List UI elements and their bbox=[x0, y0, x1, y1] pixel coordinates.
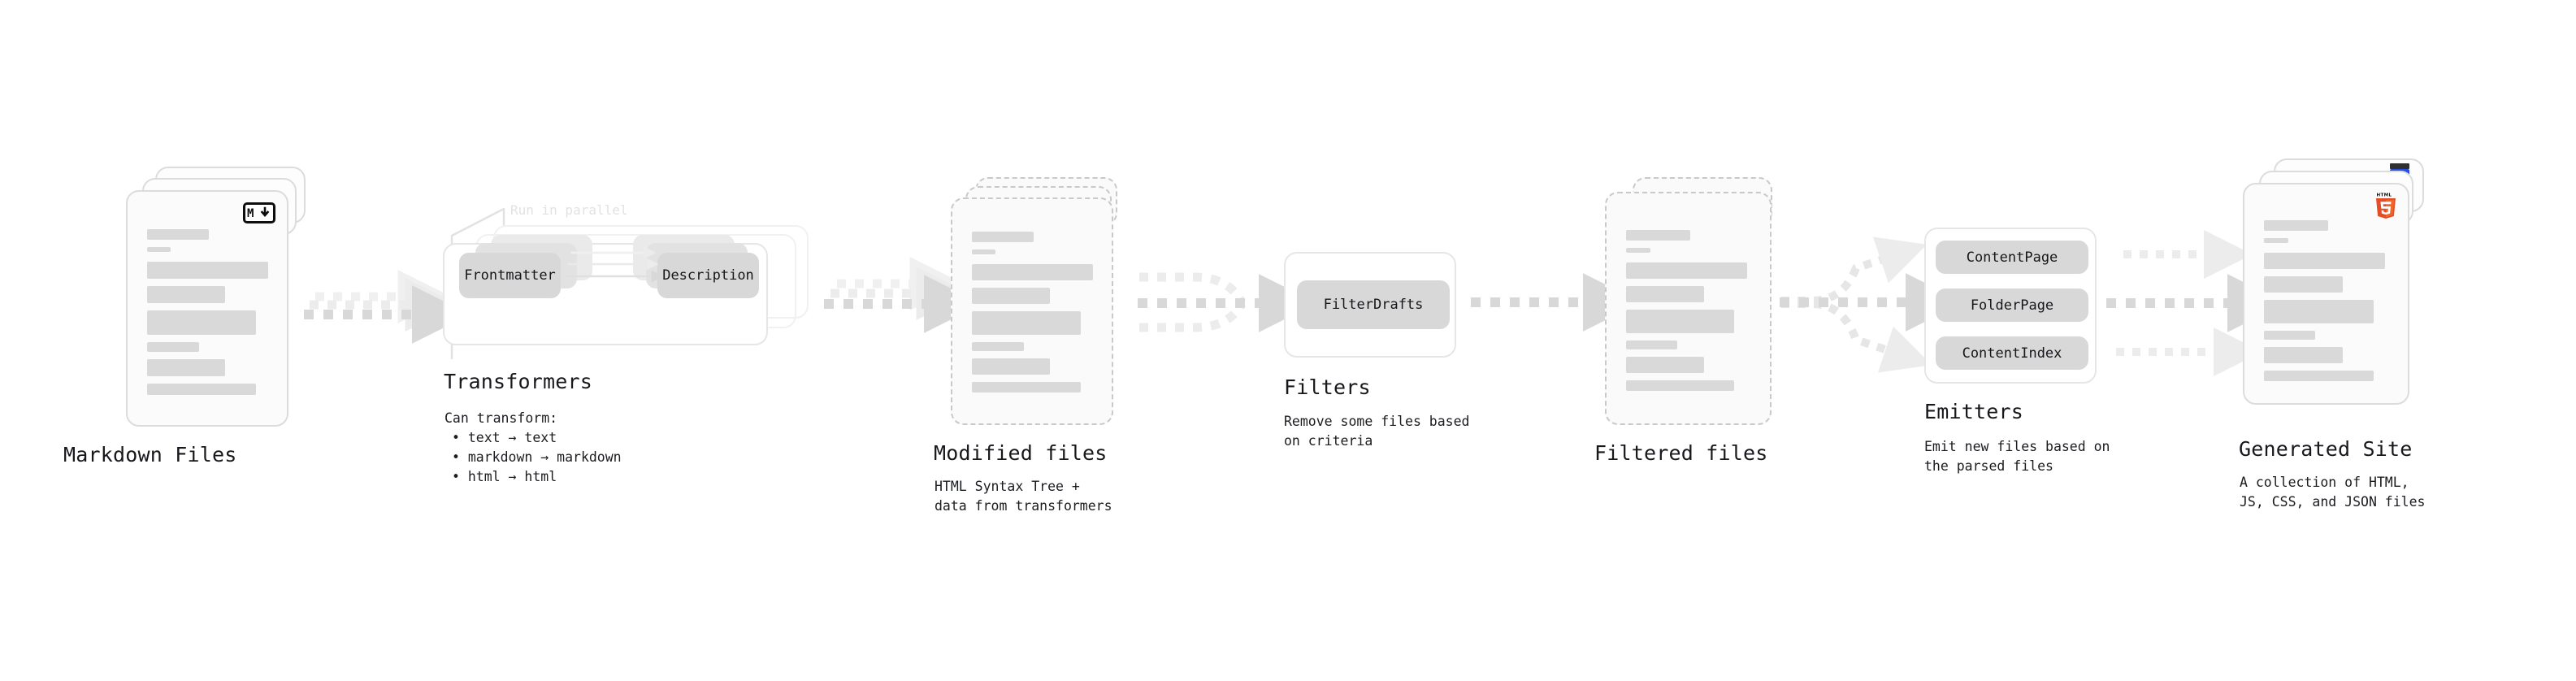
markdown-badge: M bbox=[243, 202, 275, 223]
svg-text:HTML: HTML bbox=[2377, 193, 2392, 198]
stage-title-emitters: Emitters bbox=[1924, 400, 2024, 423]
filtered-doc-content bbox=[1626, 230, 1754, 398]
run-in-parallel-label: Run in parallel bbox=[510, 202, 628, 218]
stage-filtered-files: Filtered files bbox=[1594, 177, 1792, 465]
arrow-modified-to-filters bbox=[1138, 272, 1317, 332]
stage-title-generated-site: Generated Site bbox=[2239, 437, 2413, 461]
transformer-inner-arrows bbox=[566, 246, 664, 283]
emitter-chip-contentindex[interactable]: ContentIndex bbox=[1936, 336, 2088, 370]
stage-subtitle-modified-files: HTML Syntax Tree + data from transformer… bbox=[935, 479, 1112, 514]
site-doc-content bbox=[2264, 220, 2392, 388]
stage-title-transformers: Transformers bbox=[444, 370, 593, 393]
filters-group: FilterDrafts bbox=[1284, 252, 1456, 358]
stage-transformers: Run in parallel x x x x Frontmatter Desc… bbox=[443, 202, 825, 484]
arrow-markdown-to-transformers bbox=[304, 270, 471, 344]
transformers-bullet-0: • text → text bbox=[452, 430, 557, 445]
modified-doc-content bbox=[972, 232, 1095, 400]
stage-modified-files: Modified files HTML Syntax Tree + data f… bbox=[934, 177, 1138, 514]
emitters-group: ContentPage FolderPage ContentIndex bbox=[1924, 228, 2097, 384]
modified-doc-front bbox=[951, 197, 1113, 425]
stage-title-markdown-files: Markdown Files bbox=[63, 443, 237, 466]
svg-text:M: M bbox=[247, 207, 254, 219]
stage-subtitle-generated-site: A collection of HTML, JS, CSS, and JSON … bbox=[2240, 475, 2426, 510]
markdown-doc-content bbox=[147, 229, 271, 402]
filter-chip-filterdrafts[interactable]: FilterDrafts bbox=[1297, 280, 1450, 329]
transformer-group-front: x x x x Frontmatter Description bbox=[443, 235, 768, 345]
transformers-bullet-2: • html → html bbox=[452, 469, 557, 484]
arrow-filtered-to-emitters bbox=[1780, 236, 1964, 373]
stage-title-filters: Filters bbox=[1284, 375, 1371, 399]
stage-markdown-files: M Markdown Files bbox=[63, 167, 313, 466]
emitter-chip-folderpage[interactable]: FolderPage bbox=[1936, 288, 2088, 322]
transformer-chip-description[interactable]: Description bbox=[657, 253, 759, 298]
stage-title-modified-files: Modified files bbox=[934, 441, 1108, 465]
stage-generated-site: HTML Generated Site bbox=[2239, 158, 2446, 510]
stage-subtitle-emitters: Emit new files based on the parsed files bbox=[1924, 439, 2110, 474]
html5-badge: HTML bbox=[2374, 191, 2398, 219]
filtered-doc-front bbox=[1605, 192, 1772, 425]
markdown-doc-front: M bbox=[126, 190, 288, 427]
arrow-transformers-to-modified bbox=[824, 257, 982, 333]
stage-title-filtered-files: Filtered files bbox=[1594, 441, 1768, 465]
arrow-emitters-to-site bbox=[2106, 230, 2286, 376]
site-doc-front: HTML bbox=[2243, 183, 2409, 405]
transformer-chip-frontmatter[interactable]: Frontmatter bbox=[459, 253, 561, 298]
emitter-chip-contentpage[interactable]: ContentPage bbox=[1936, 241, 2088, 274]
stage-subtitle-transformers: Can transform: bbox=[445, 410, 558, 426]
transformers-bullet-1: • markdown → markdown bbox=[452, 449, 622, 465]
stage-subtitle-filters: Remove some files based on criteria bbox=[1284, 414, 1470, 449]
